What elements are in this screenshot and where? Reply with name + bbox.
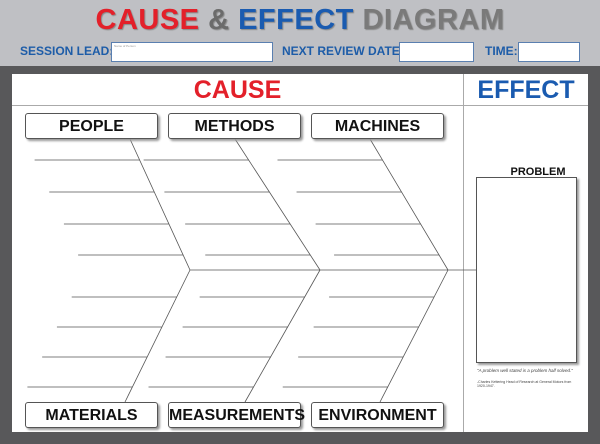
header: CAUSE & EFFECT DIAGRAM SESSION LEAD: Nam…	[0, 0, 600, 66]
category-materials: MATERIALS	[25, 402, 158, 428]
category-methods: METHODS	[168, 113, 301, 139]
page-title: CAUSE & EFFECT DIAGRAM	[95, 4, 505, 36]
category-measurements: MEASUREMENTS	[168, 402, 305, 428]
review-date-label: NEXT REVIEW DATE:	[282, 44, 404, 58]
quote-attribution: -Charles Kettering Head of Research at G…	[477, 380, 572, 388]
top-bone	[234, 138, 321, 271]
bottom-bone	[379, 269, 449, 403]
fishbone-lines	[27, 138, 476, 403]
diagram-board: CAUSE EFFECT PEOPLE METHODS MACHINES MAT…	[12, 74, 588, 432]
quote: "A problem well stated is a problem half…	[477, 368, 573, 373]
bottom-bone	[244, 269, 321, 403]
session-lead-label: SESSION LEAD:	[20, 44, 114, 58]
session-lead-field[interactable]: Name of Person	[111, 42, 273, 62]
problem-label: PROBLEM	[510, 166, 566, 178]
effect-heading: EFFECT	[477, 76, 575, 104]
divider	[463, 74, 464, 432]
time-field[interactable]	[518, 42, 580, 62]
time-label: TIME:	[485, 44, 518, 58]
category-people: PEOPLE	[25, 113, 158, 139]
cause-heading: CAUSE	[193, 76, 282, 104]
review-date-field[interactable]	[399, 42, 474, 62]
bottom-bone	[124, 269, 191, 403]
problem-box[interactable]	[476, 177, 577, 363]
board-header-row	[12, 74, 588, 106]
category-machines: MACHINES	[311, 113, 444, 139]
top-bone	[369, 138, 449, 271]
top-bone	[129, 138, 191, 271]
category-environment: ENVIRONMENT	[311, 402, 444, 428]
